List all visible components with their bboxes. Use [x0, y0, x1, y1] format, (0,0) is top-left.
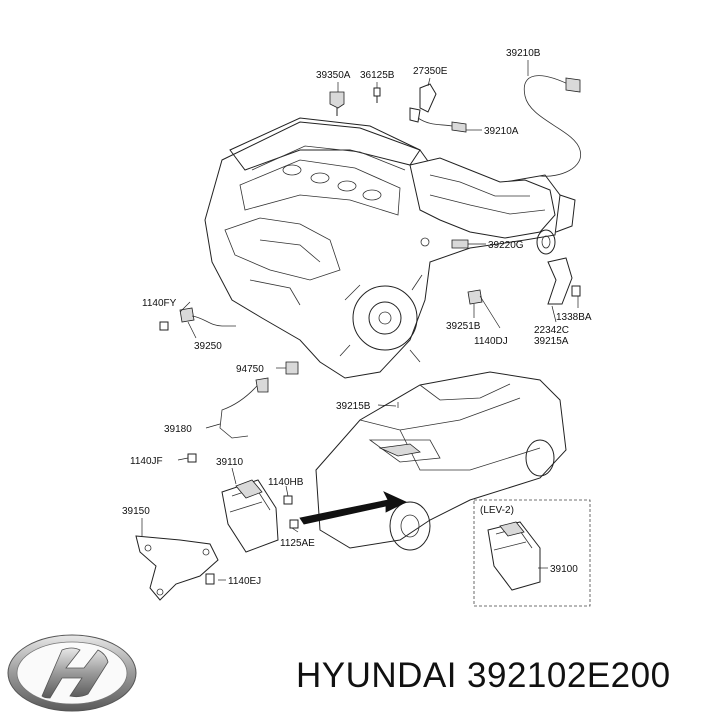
label-1140FY: 1140FY	[142, 298, 177, 309]
part-number: 392102E200	[467, 656, 671, 695]
label-1140DJ: 1140DJ	[474, 336, 508, 347]
label-39215B: 39215B	[336, 401, 371, 412]
label-39210A: 39210A	[484, 126, 519, 137]
label-1140HB: 1140HB	[268, 477, 304, 488]
label-39220G: 39220G	[488, 240, 524, 251]
label-39251B: 39251B	[446, 321, 481, 332]
label-39100: 39100	[550, 564, 578, 575]
label-36125B: 36125B	[360, 70, 395, 81]
label-94750: 94750	[236, 364, 264, 375]
hyundai-logo-icon	[7, 634, 137, 712]
part-labels: 39350A 36125B 27350E 39210B 39210A 39220…	[122, 48, 592, 587]
label-22342C: 22342C	[534, 325, 569, 336]
label-39180: 39180	[164, 424, 192, 435]
label-39350A: 39350A	[316, 70, 351, 81]
sensor-parts	[159, 75, 582, 463]
label-39210B: 39210B	[506, 48, 541, 59]
label-39250: 39250	[194, 341, 222, 352]
label-39110: 39110	[216, 457, 244, 468]
label-1140EJ: 1140EJ	[228, 576, 261, 587]
label-39150: 39150	[122, 506, 150, 517]
ecu-assembly	[135, 479, 299, 601]
label-39215A: 39215A	[534, 336, 569, 347]
label-1338BA: 1338BA	[556, 312, 592, 323]
brand-name: HYUNDAI	[296, 656, 458, 695]
label-27350E: 27350E	[413, 66, 448, 77]
label-1140JF: 1140JF	[130, 456, 163, 467]
label-1125AE: 1125AE	[280, 538, 315, 549]
lev2-box	[473, 499, 591, 607]
label-lev2: (LEV-2)	[480, 505, 514, 516]
engine-assembly	[204, 117, 576, 379]
leader-lines	[141, 60, 579, 581]
car-illustration	[299, 371, 567, 551]
